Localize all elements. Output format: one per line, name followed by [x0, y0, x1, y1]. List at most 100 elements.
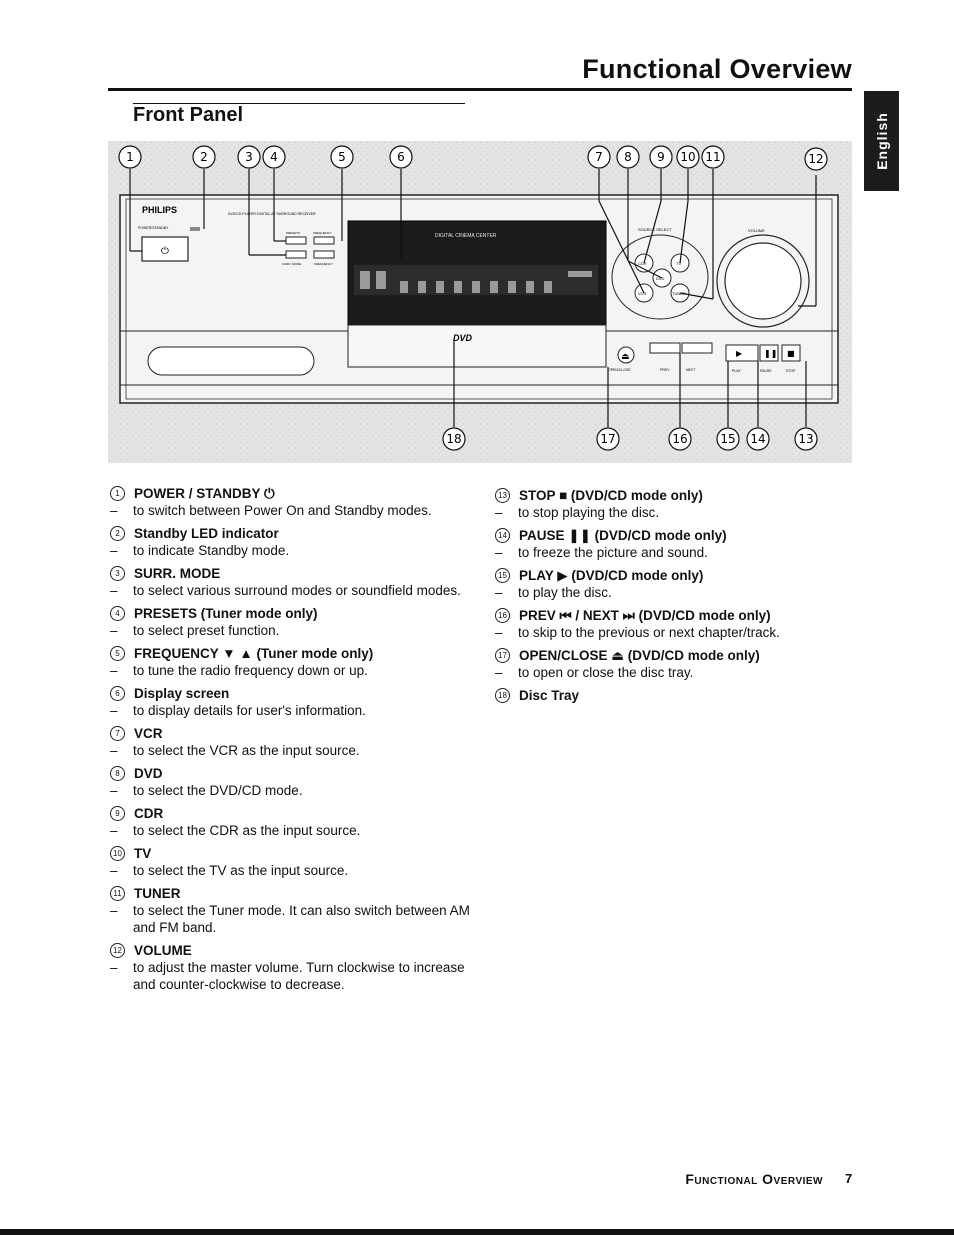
svg-text:3: 3	[245, 150, 253, 164]
svg-text:4: 4	[270, 150, 278, 164]
tuner-label: TUNER	[672, 291, 686, 296]
item-label: CDR	[134, 806, 164, 821]
svg-text:8: 8	[624, 150, 632, 164]
item-description: to tune the radio frequency down or up.	[133, 663, 368, 678]
stop-label: STOP	[786, 369, 796, 373]
item-description: to adjust the master volume. Turn clockw…	[133, 960, 465, 992]
item-label: Display screen	[134, 686, 230, 701]
item-label: TUNER	[134, 886, 181, 901]
stop-button[interactable]	[781, 344, 801, 362]
item-description: to select various surround modes or soun…	[133, 583, 461, 598]
footer-label: Functional Overview	[685, 1171, 823, 1187]
item-description: to select the VCR as the input source.	[133, 743, 360, 758]
frequency-label: FREQUENCY	[313, 231, 332, 235]
svg-text:6: 6	[397, 150, 405, 164]
item-description: to indicate Standby mode.	[133, 543, 290, 558]
surr-mode-label: SURR. MODE	[282, 262, 301, 266]
item-label: PRESETS (Tuner mode only)	[134, 606, 318, 621]
section-title: Front Panel	[133, 104, 244, 126]
next-label: NEXT	[686, 368, 696, 372]
frequency-up-button[interactable]	[313, 236, 335, 245]
callout-8: 8	[616, 145, 640, 169]
play-button[interactable]	[725, 344, 759, 362]
dvd-logo: DVD	[453, 333, 473, 343]
callouts: 1 2 3 4 5 6 7 8 9 10 11 12 18 17 16 15 1…	[118, 145, 828, 451]
svg-text:2: 2	[200, 150, 208, 164]
callout-2: 2	[192, 145, 216, 169]
item-label: PAUSE ❚❚ (DVD/CD mode only)	[519, 528, 727, 543]
open-close-button[interactable]	[617, 346, 635, 364]
svg-text:9: 9	[657, 150, 665, 164]
language-tab-label: English	[873, 112, 890, 170]
svg-text:12: 12	[808, 152, 823, 166]
item-label: FREQUENCY ▼ ▲ (Tuner mode only)	[134, 646, 374, 661]
callout-13: 13	[794, 427, 818, 451]
svg-text:5: 5	[338, 150, 346, 164]
play-icon: ▶	[736, 349, 743, 358]
item-description: to stop playing the disc.	[518, 505, 660, 520]
item-label: Standby LED indicator	[134, 526, 279, 541]
item-description: to select the TV as the input source.	[133, 863, 349, 878]
svg-text:17: 17	[600, 432, 615, 446]
item-label: DVD	[134, 766, 163, 781]
power-button[interactable]	[141, 236, 189, 262]
volume-knob[interactable]	[724, 242, 802, 320]
page-title: Functional Overview	[582, 54, 852, 84]
item-label: OPEN/CLOSE ⏏ (DVD/CD mode only)	[519, 648, 760, 663]
next-button[interactable]	[681, 342, 713, 354]
frequency-mini-label: FREQUENCY	[314, 262, 333, 266]
svg-text:1: 1	[126, 150, 134, 164]
item-description: to switch between Power On and Standby m…	[133, 503, 432, 518]
item-label: TV	[134, 846, 152, 861]
pause-icon: ❚❚	[764, 349, 777, 358]
item-label: SURR. MODE	[134, 566, 221, 581]
callout-15: 15	[716, 427, 740, 451]
item-label: POWER / STANDBY ⏻	[134, 486, 275, 501]
item-label: PREV ⏮ / NEXT ⏭ (DVD/CD mode only)	[519, 608, 771, 623]
callout-14: 14	[746, 427, 770, 451]
ir-window	[147, 346, 315, 376]
pause-label: PAUSE	[760, 369, 772, 373]
callout-1: 1	[118, 145, 142, 169]
front-panel-diagram: PHILIPS POWER/STANDBY ⏻ DVD/CD PLAYER·DI…	[108, 141, 852, 463]
bottom-rule	[0, 1229, 954, 1235]
callout-6: 6	[389, 145, 413, 169]
item-label: Disc Tray	[519, 688, 580, 703]
prev-button[interactable]	[649, 342, 681, 354]
surr-mode-button[interactable]	[285, 250, 307, 259]
callout-11: 11	[701, 145, 725, 169]
power-label: POWER/STANDBY	[138, 226, 169, 230]
prev-label: PREV	[660, 368, 670, 372]
callout-9: 9	[649, 145, 673, 169]
item-description: to select the DVD/CD mode.	[133, 783, 303, 798]
brand-logo: PHILIPS	[142, 205, 177, 215]
section-rule	[133, 103, 465, 104]
svg-text:7: 7	[595, 150, 603, 164]
display-segments	[360, 271, 592, 293]
source-select-label: SOURCE SELECT	[638, 227, 672, 232]
presets-label: PRESETS	[286, 231, 300, 235]
disc-tray[interactable]	[347, 324, 607, 368]
pause-button[interactable]	[759, 344, 779, 362]
item-description: to select the CDR as the input source.	[133, 823, 361, 838]
item-description: to select the Tuner mode. It can also sw…	[133, 903, 470, 935]
item-description: to select preset function.	[133, 623, 280, 638]
frequency-down-button[interactable]	[313, 250, 335, 259]
vcr-label: VCR	[638, 291, 647, 296]
item-description: to play the disc.	[518, 585, 612, 600]
callout-16: 16	[668, 427, 692, 451]
product-text: DVD/CD PLAYER·DIGITAL AV SURROUND RECEIV…	[228, 212, 316, 216]
presets-button[interactable]	[285, 236, 307, 245]
